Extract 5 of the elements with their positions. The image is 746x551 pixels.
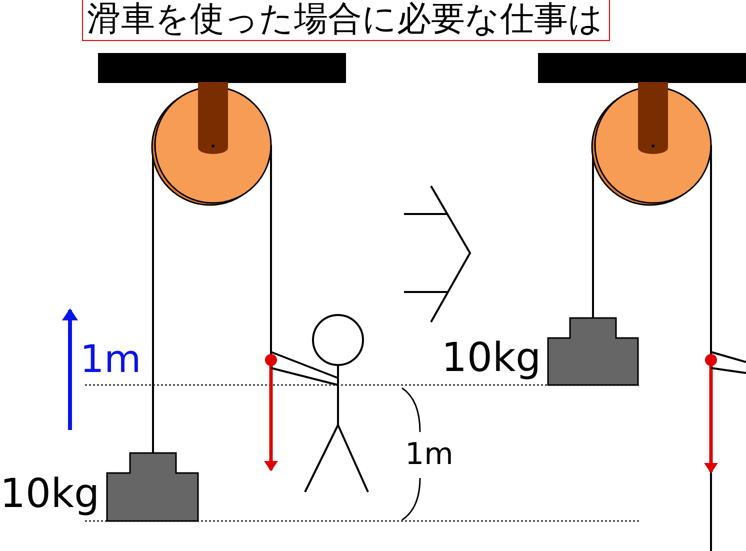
- mass-label: 10kg: [442, 338, 541, 378]
- mass-label: 10kg: [0, 474, 100, 514]
- height-label: 1m: [80, 340, 142, 378]
- distance-label: 1m: [405, 440, 454, 470]
- title: 滑車を使った場合に必要な仕事は: [82, 0, 610, 41]
